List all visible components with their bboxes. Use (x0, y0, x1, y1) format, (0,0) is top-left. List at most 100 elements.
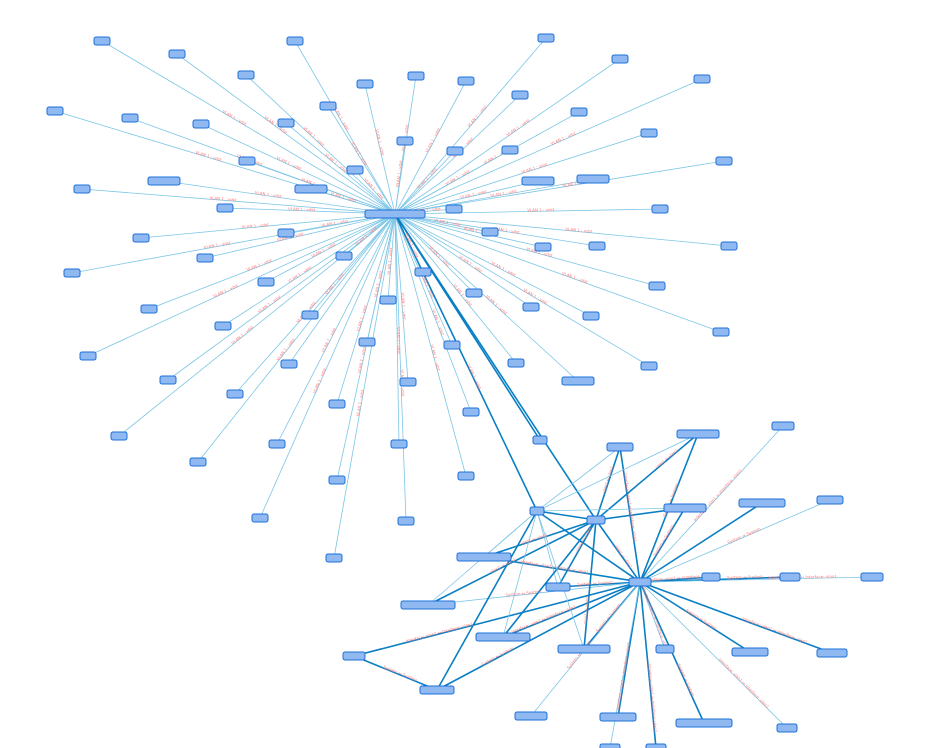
graph-node[interactable] (390, 439, 408, 449)
graph-node[interactable] (481, 227, 499, 237)
graph-node[interactable] (693, 74, 711, 84)
graph-node[interactable] (611, 54, 629, 64)
graph-node[interactable] (364, 209, 426, 219)
graph-node[interactable] (816, 495, 844, 505)
graph-node[interactable] (701, 572, 721, 582)
graph-node[interactable] (257, 277, 275, 287)
graph-node[interactable] (46, 106, 64, 116)
graph-node[interactable] (251, 513, 269, 523)
graph-node[interactable] (576, 174, 610, 184)
graph-node[interactable] (286, 36, 304, 46)
graph-node[interactable] (446, 146, 464, 156)
graph-node[interactable] (676, 429, 720, 439)
graph-node[interactable] (280, 359, 298, 369)
graph-node[interactable] (475, 632, 531, 642)
graph-node[interactable] (640, 128, 658, 138)
graph-node[interactable] (655, 644, 675, 654)
graph-node[interactable] (663, 503, 707, 513)
graph-node[interactable] (599, 743, 621, 748)
graph-node[interactable] (342, 651, 366, 661)
graph-node[interactable] (196, 253, 214, 263)
graph-node[interactable] (570, 107, 588, 117)
graph-node[interactable] (521, 176, 555, 186)
graph-node[interactable] (216, 203, 234, 213)
graph-node[interactable] (268, 439, 286, 449)
graph-node[interactable] (507, 358, 525, 368)
graph-node[interactable] (294, 184, 328, 194)
graph-node[interactable] (328, 475, 346, 485)
graph-node[interactable] (456, 552, 512, 562)
graph-node[interactable] (675, 718, 733, 728)
graph-node[interactable] (414, 267, 432, 277)
graph-node[interactable] (277, 118, 295, 128)
graph-node[interactable] (720, 241, 738, 251)
graph-node[interactable] (648, 281, 666, 291)
graph-node[interactable] (511, 90, 529, 100)
graph-node[interactable] (63, 268, 81, 278)
graph-node[interactable] (529, 506, 545, 516)
graph-node[interactable] (514, 711, 548, 721)
graph-node[interactable] (328, 399, 346, 409)
graph-node[interactable] (545, 582, 571, 592)
graph-node[interactable] (712, 327, 730, 337)
graph-node[interactable] (645, 743, 667, 748)
graph-node[interactable] (397, 516, 415, 526)
graph-node[interactable] (226, 389, 244, 399)
graph-node[interactable] (277, 228, 295, 238)
graph-node[interactable] (501, 145, 519, 155)
graph-node[interactable] (537, 33, 555, 43)
graph-node[interactable] (192, 119, 210, 129)
graph-node[interactable] (93, 36, 111, 46)
graph-node[interactable] (457, 76, 475, 86)
graph-node[interactable] (335, 251, 353, 261)
graph-node[interactable] (121, 113, 139, 123)
graph-node[interactable] (237, 70, 255, 80)
graph-node[interactable] (445, 204, 463, 214)
graph-node[interactable] (168, 49, 186, 59)
graph-node[interactable] (132, 233, 150, 243)
graph-node[interactable] (715, 156, 733, 166)
graph-node[interactable] (588, 241, 606, 251)
graph-node[interactable] (860, 572, 884, 582)
graph-node[interactable] (443, 340, 461, 350)
graph-node[interactable] (73, 184, 91, 194)
graph-node[interactable] (159, 375, 177, 385)
graph-node[interactable] (561, 376, 595, 386)
graph-node[interactable] (325, 553, 343, 563)
graph-node[interactable] (628, 577, 652, 587)
graph-node[interactable] (358, 337, 376, 347)
graph-node[interactable] (356, 79, 374, 89)
graph-node[interactable] (462, 407, 480, 417)
graph-node[interactable] (301, 310, 319, 320)
graph-node[interactable] (147, 176, 181, 186)
graph-node[interactable] (738, 498, 786, 508)
graph-node[interactable] (586, 515, 606, 525)
graph-node[interactable] (582, 311, 600, 321)
graph-node[interactable] (776, 723, 798, 733)
graph-node[interactable] (522, 302, 540, 312)
graph-node[interactable] (214, 321, 232, 331)
graph-node[interactable] (110, 431, 128, 441)
graph-node[interactable] (771, 421, 795, 431)
graph-node[interactable] (319, 101, 337, 111)
graph-node[interactable] (465, 288, 483, 298)
graph-node[interactable] (606, 442, 634, 452)
graph-node[interactable] (400, 600, 456, 610)
graph-node[interactable] (346, 165, 364, 175)
graph-node[interactable] (599, 712, 637, 722)
graph-node[interactable] (140, 304, 158, 314)
graph-node[interactable] (457, 471, 475, 481)
graph-node[interactable] (396, 136, 414, 146)
graph-node[interactable] (189, 457, 207, 467)
graph-node[interactable] (640, 361, 658, 371)
graph-node[interactable] (532, 435, 548, 445)
graph-node[interactable] (651, 204, 669, 214)
graph-node[interactable] (79, 351, 97, 361)
graph-node[interactable] (419, 685, 455, 695)
graph-node[interactable] (399, 377, 417, 387)
graph-node[interactable] (407, 71, 425, 81)
graph-node[interactable] (816, 648, 848, 658)
graph-node[interactable] (379, 295, 397, 305)
graph-node[interactable] (238, 156, 256, 166)
